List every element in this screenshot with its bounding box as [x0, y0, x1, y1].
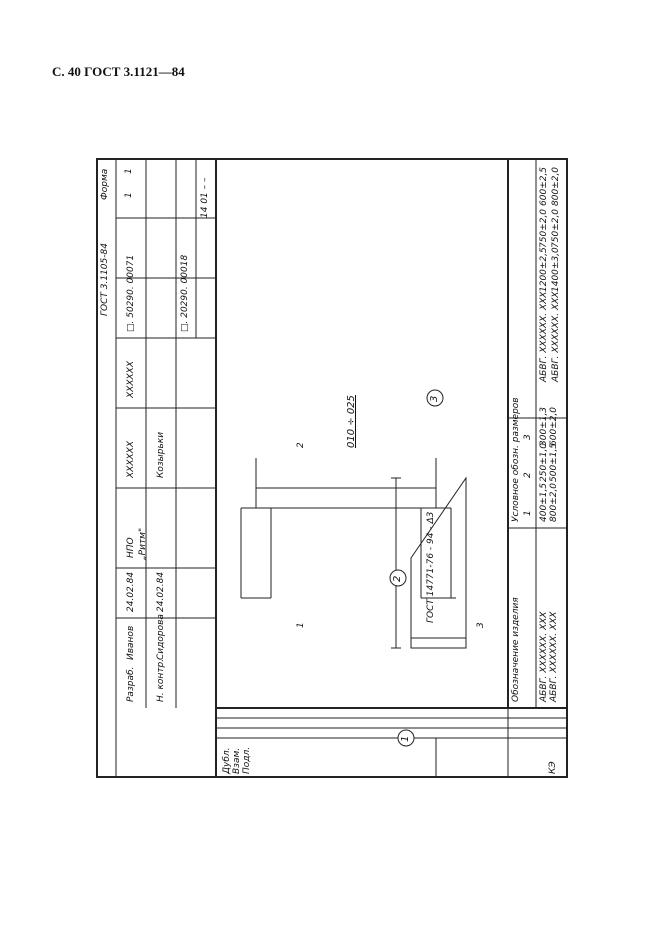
table-row-3-v3: 800±2,0: [551, 166, 561, 206]
operation-number: 14 01 – –: [200, 177, 210, 219]
sheet-number: 1: [124, 192, 134, 198]
table-row-2-v2: 750±2,0: [539, 208, 549, 248]
page-header: С. 40 ГОСТ 3.1121—84: [52, 64, 185, 79]
standard-code: ГОСТ 3.1105-84: [100, 243, 110, 316]
name-0: Иванов: [126, 625, 136, 660]
code-1: XXXXXX: [126, 441, 136, 478]
table-col-1: 1: [523, 510, 533, 516]
footer-code: КЭ: [548, 761, 558, 774]
rotated-drawing: 1 2 3 1 2 3 ГОСТ 14771-76 - 94 - Δ3 010 …: [96, 158, 568, 778]
table-row-1-v3: 600±2,0: [549, 406, 559, 446]
leader-label-2: 2: [296, 442, 306, 448]
item-name: Козырьки: [156, 431, 166, 478]
table-row-2-v3: 600±2,5: [539, 166, 549, 206]
table-row-3-v2: 750±2,0: [551, 208, 561, 248]
table-row-3-designation: АБВГ. XXXXXX. XXX: [551, 291, 561, 382]
date-1: 24.02.84: [156, 571, 166, 612]
drawing-lines: [115, 158, 568, 778]
callout-2: 2: [392, 575, 403, 582]
role-0: Разраб.: [126, 666, 136, 702]
side-label-2: Подл.: [242, 746, 252, 774]
table-row-0-v3: 300±1,3: [539, 406, 549, 446]
table-row-0-designation: АБВГ. XXXXXX. XXX: [539, 611, 549, 702]
table-header-designation: Обозначение изделия: [511, 597, 521, 702]
table-row-2-designation: АБВГ. XXXXXX. XXX: [539, 291, 549, 382]
leader-label-3: 3: [476, 622, 486, 628]
callout-3: 3: [429, 395, 440, 402]
organization-line1: НПО: [126, 537, 136, 558]
table-row-1-v2: 500±1,5: [549, 442, 559, 482]
date-0: 24.02.84: [126, 571, 136, 612]
form-number: 1: [124, 168, 134, 174]
leader-label-1: 1: [296, 622, 306, 628]
callout-1: 1: [400, 735, 411, 742]
table-row-1-v1: 800±2,0: [549, 482, 559, 522]
table-row-2-v1: 1200±2,5: [539, 247, 549, 292]
table-row-0-v1: 400±1,5: [539, 482, 549, 522]
doc-code-1: □. 50290. 00071: [126, 254, 136, 332]
material-spec: ГОСТ 14771-76 - 94 - Δ3: [426, 511, 436, 623]
table-col-2: 2: [523, 472, 533, 478]
form-label: Форма: [100, 168, 110, 200]
table-header-sizes: Условное обозн. размеров: [511, 397, 521, 522]
name-1: Сидорова: [156, 614, 166, 660]
table-row-0-v2: 250±1,0: [539, 442, 549, 482]
role-1: Н. контр.: [156, 658, 166, 702]
table-row-3-v1: 1400±3,0: [551, 247, 561, 292]
table-row-1-designation: АБВГ. XXXXXX. XXX: [549, 611, 559, 702]
organization-line2: „Ритм": [138, 527, 148, 560]
table-col-3: 3: [523, 434, 533, 440]
operation-range: 010 ÷ 025: [346, 395, 357, 448]
doc-code-2: □. 20290. 00018: [180, 254, 190, 332]
code-2: XXXXXX: [126, 361, 136, 398]
